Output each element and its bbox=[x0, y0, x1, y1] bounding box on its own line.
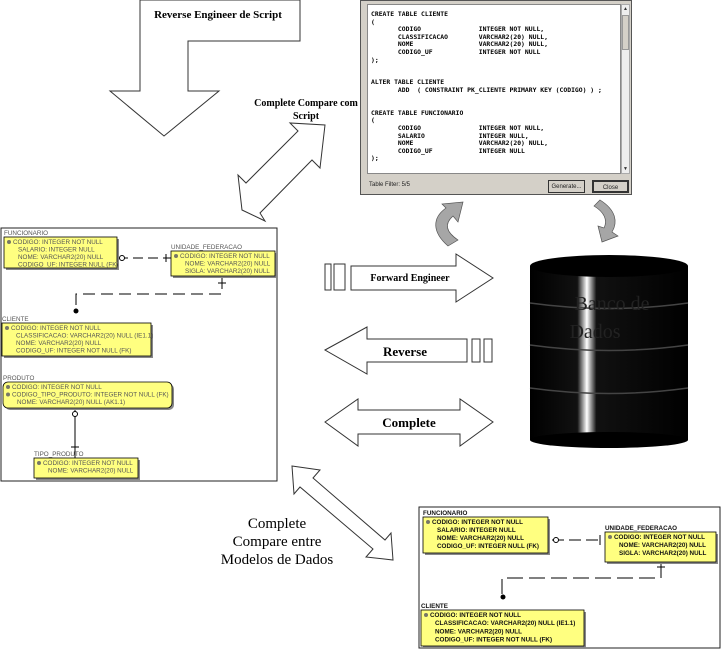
complete-label: Complete bbox=[382, 415, 436, 430]
entity-column: CLASSIFICACAO: VARCHAR2(20) NULL (IE1.1) bbox=[435, 620, 575, 627]
compare-models-label-2: Compare entre bbox=[233, 534, 322, 550]
entity-column: CODIGO_UF: INTEGER NULL (FK) bbox=[437, 543, 539, 550]
entity-cliente[interactable]: CLIENTE CODIGO: INTEGER NOT NULLCLASSIFIC… bbox=[1, 316, 153, 358]
entity-column: NOME: VARCHAR2(20) NULL bbox=[185, 261, 271, 268]
entity-column: NOME: VARCHAR2(20) NULL bbox=[18, 254, 104, 261]
forward-engineer-arrow: Forward Engineer bbox=[324, 253, 494, 303]
entity-produto[interactable]: PRODUTO CODIGO: INTEGER NOT NULLCODIGO_TI… bbox=[2, 375, 174, 410]
entity-tipo-produto[interactable]: TIPO_PRODUTO CODIGO: INTEGER NOT NULLNOME… bbox=[33, 451, 140, 480]
reverse-arrow: Reverse bbox=[323, 326, 493, 375]
entity-funcionario[interactable]: FUNCIONARIO CODIGO: INTEGER NOT NULLSALAR… bbox=[422, 510, 550, 555]
forward-engineer-label: Forward Engineer bbox=[370, 273, 450, 284]
entity-column: CODIGO: INTEGER NOT NULL bbox=[430, 612, 521, 619]
key-icon bbox=[37, 461, 41, 465]
close-button[interactable]: Close bbox=[592, 180, 629, 193]
entity-column: SIGLA: VARCHAR2(20) NULL bbox=[619, 550, 706, 557]
entity-name: CLIENTE bbox=[2, 316, 29, 323]
compare-script-label-2: Script bbox=[293, 111, 320, 122]
entity-column: NOME: VARCHAR2(20) NULL (AK1.1) bbox=[17, 399, 125, 406]
entity-column: NOME: VARCHAR2(20) NULL bbox=[437, 535, 524, 542]
entity-column: CODIGO_UF: INTEGER NOT NULL (FK) bbox=[16, 348, 131, 355]
entity-column: SIGLA: VARCHAR2(20) NULL bbox=[185, 268, 270, 275]
entity-column: CLASSIFICACAO: VARCHAR2(20) NULL (IE1.1) bbox=[16, 333, 153, 340]
table-filter-status: Table Filter: 5/5 bbox=[369, 182, 411, 188]
vertical-scrollbar[interactable]: ▲ ▼ bbox=[621, 4, 630, 174]
reverse-engineer-script-arrow: Reverse Engineer de Script bbox=[108, 0, 301, 137]
key-icon bbox=[6, 385, 10, 389]
entity-column: CODIGO_UF: INTEGER NOT NULL (FK) bbox=[435, 637, 552, 644]
script-preview-window: CREATE TABLE CLIENTE ( CODIGO INTEGER NO… bbox=[360, 0, 632, 195]
compare-models-double-arrow bbox=[291, 465, 394, 561]
database-label-1: Banco de bbox=[575, 293, 650, 315]
entity-column: SALARIO: INTEGER NULL bbox=[18, 247, 95, 254]
entity-column: CODIGO_TIPO_PRODUTO: INTEGER NOT NULL (F… bbox=[12, 392, 169, 399]
entity-column: SALARIO: INTEGER NULL bbox=[437, 527, 516, 534]
compare-script-double-arrow bbox=[237, 122, 326, 223]
entity-column: NOME: VARCHAR2(20) NULL bbox=[48, 468, 134, 475]
scrollbar-thumb[interactable] bbox=[622, 15, 629, 50]
key-icon bbox=[7, 240, 11, 244]
curved-arrow-up-icon bbox=[435, 201, 464, 247]
entity-column: NOME: VARCHAR2(20) NULL bbox=[435, 628, 522, 635]
scroll-up-icon[interactable]: ▲ bbox=[623, 6, 628, 12]
entity-name: TIPO_PRODUTO bbox=[34, 451, 84, 458]
entity-column: CODIGO: INTEGER NOT NULL bbox=[12, 384, 102, 391]
scroll-down-icon[interactable]: ▼ bbox=[623, 166, 628, 172]
entity-column: NOME: VARCHAR2(20) NULL bbox=[16, 340, 102, 347]
script-text-area[interactable]: CREATE TABLE CLIENTE ( CODIGO INTEGER NO… bbox=[367, 4, 621, 174]
compare-models-label-3: Modelos de Dados bbox=[221, 552, 334, 568]
entity-cliente[interactable]: CLIENTE CODIGO: INTEGER NOT NULLCLASSIFIC… bbox=[420, 603, 586, 648]
entity-unidade-federacao[interactable]: UNIDADE_FEDERACAO CODIGO: INTEGER NOT NUL… bbox=[170, 244, 277, 278]
key-icon bbox=[424, 613, 428, 617]
entity-name: PRODUTO bbox=[3, 375, 34, 382]
compare-models-label-1: Complete bbox=[248, 516, 307, 532]
entity-name: CLIENTE bbox=[421, 603, 448, 610]
complete-double-arrow: Complete bbox=[324, 398, 494, 447]
database-cylinder-icon: Banco de Dados bbox=[529, 255, 689, 448]
entity-name: UNIDADE_FEDERACAO bbox=[171, 244, 242, 251]
key-icon bbox=[608, 535, 612, 539]
entity-column: CODIGO_UF: INTEGER NULL (FK) bbox=[18, 262, 119, 269]
database-label-2: Dados bbox=[569, 321, 620, 343]
generate-button[interactable]: Generate... bbox=[548, 180, 585, 193]
entity-name: UNIDADE_FEDERACAO bbox=[605, 525, 677, 532]
entity-column: CODIGO: INTEGER NOT NULL bbox=[432, 519, 523, 526]
entity-name: FUNCIONARIO bbox=[4, 230, 48, 237]
entity-column: CODIGO: INTEGER NOT NULL bbox=[43, 460, 133, 467]
compare-script-label-1: Complete Compare com bbox=[254, 98, 358, 109]
key-icon bbox=[6, 392, 10, 397]
entity-column: CODIGO: INTEGER NOT NULL bbox=[13, 239, 103, 246]
entity-column: CODIGO: INTEGER NOT NULL bbox=[180, 253, 270, 260]
curved-arrow-down-icon bbox=[593, 199, 619, 243]
key-icon bbox=[174, 254, 178, 258]
entity-column: CODIGO: INTEGER NOT NULL bbox=[614, 534, 705, 541]
entity-column: CODIGO: INTEGER NOT NULL bbox=[11, 325, 101, 332]
entity-column: NOME: VARCHAR2(20) NULL bbox=[619, 542, 706, 549]
key-icon bbox=[426, 520, 430, 524]
entity-funcionario[interactable]: FUNCIONARIO CODIGO: INTEGER NOT NULLSALAR… bbox=[3, 230, 119, 270]
key-icon bbox=[5, 326, 9, 330]
reverse-label: Reverse bbox=[383, 344, 427, 359]
reverse-engineer-script-label: Reverse Engineer de Script bbox=[154, 9, 282, 21]
entity-name: FUNCIONARIO bbox=[423, 510, 468, 517]
entity-unidade-federacao[interactable]: UNIDADE_FEDERACAO CODIGO: INTEGER NOT NUL… bbox=[604, 525, 718, 564]
script-code: CREATE TABLE CLIENTE ( CODIGO INTEGER NO… bbox=[371, 10, 602, 163]
